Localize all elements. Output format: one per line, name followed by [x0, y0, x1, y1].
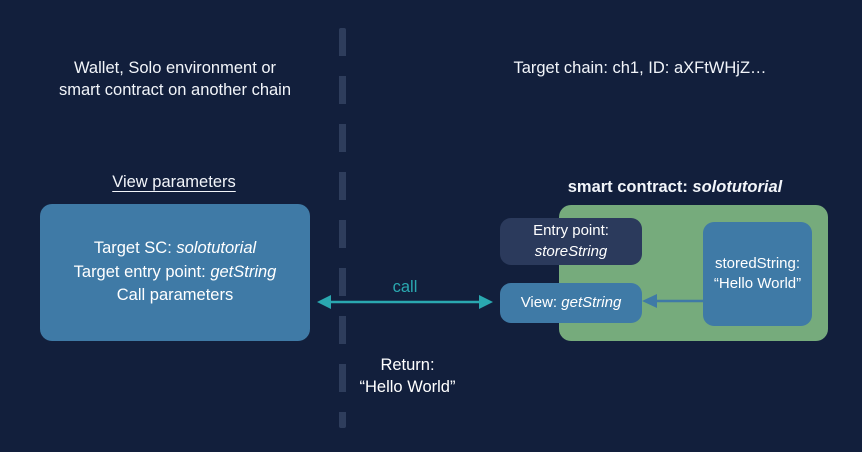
stored-string-value: “Hello World”: [713, 275, 802, 292]
left-actor-label: Wallet, Solo environment or smart contra…: [58, 59, 292, 99]
view-chip: View: getString: [500, 283, 642, 323]
return-label: Return: “Hello World”: [359, 356, 456, 396]
call-parameters-label: Call parameters: [116, 286, 234, 305]
target-entry-point-label: Target entry point:: [73, 262, 211, 281]
target-sc-label: Target SC:: [93, 239, 177, 258]
view-parameters-line-entry-point: Target entry point: getString: [74, 261, 277, 284]
view-chip-line: View: getString: [521, 293, 622, 313]
smart-contract-heading-prefix: smart contract:: [567, 178, 693, 196]
view-parameters-box: Target SC: solotutorial Target entry poi…: [40, 204, 310, 341]
target-sc-value: solotutorial: [176, 239, 257, 258]
entry-point-chip: Entry point: storeString: [500, 218, 642, 265]
vertical-dashed-divider: [339, 28, 346, 428]
stored-string-chip: storedString: “Hello World”: [703, 222, 812, 326]
view-parameters-line-call-parameters: Call parameters: [117, 284, 233, 307]
view-chip-value: getString: [561, 293, 622, 311]
right-actor-label: Target chain: ch1, ID: aXFtWHjZ…: [513, 59, 767, 77]
entry-point-label: Entry point:: [533, 222, 609, 240]
view-parameters-line-target-sc: Target SC: solotutorial: [94, 237, 256, 260]
stored-string-to-view-arrow-icon: [642, 294, 705, 308]
view-parameters-heading: View parameters: [112, 173, 236, 191]
view-chip-label: View:: [520, 293, 562, 311]
entry-point-value: storeString: [534, 242, 608, 260]
call-label: call: [392, 278, 418, 296]
target-entry-point-value: getString: [210, 262, 277, 281]
call-arrow-icon: [317, 295, 493, 309]
smart-contract-heading-value: solotutorial: [692, 178, 783, 196]
stored-string-label: storedString:: [714, 254, 801, 272]
smart-contract-heading: smart contract: solotutorial: [500, 177, 850, 199]
